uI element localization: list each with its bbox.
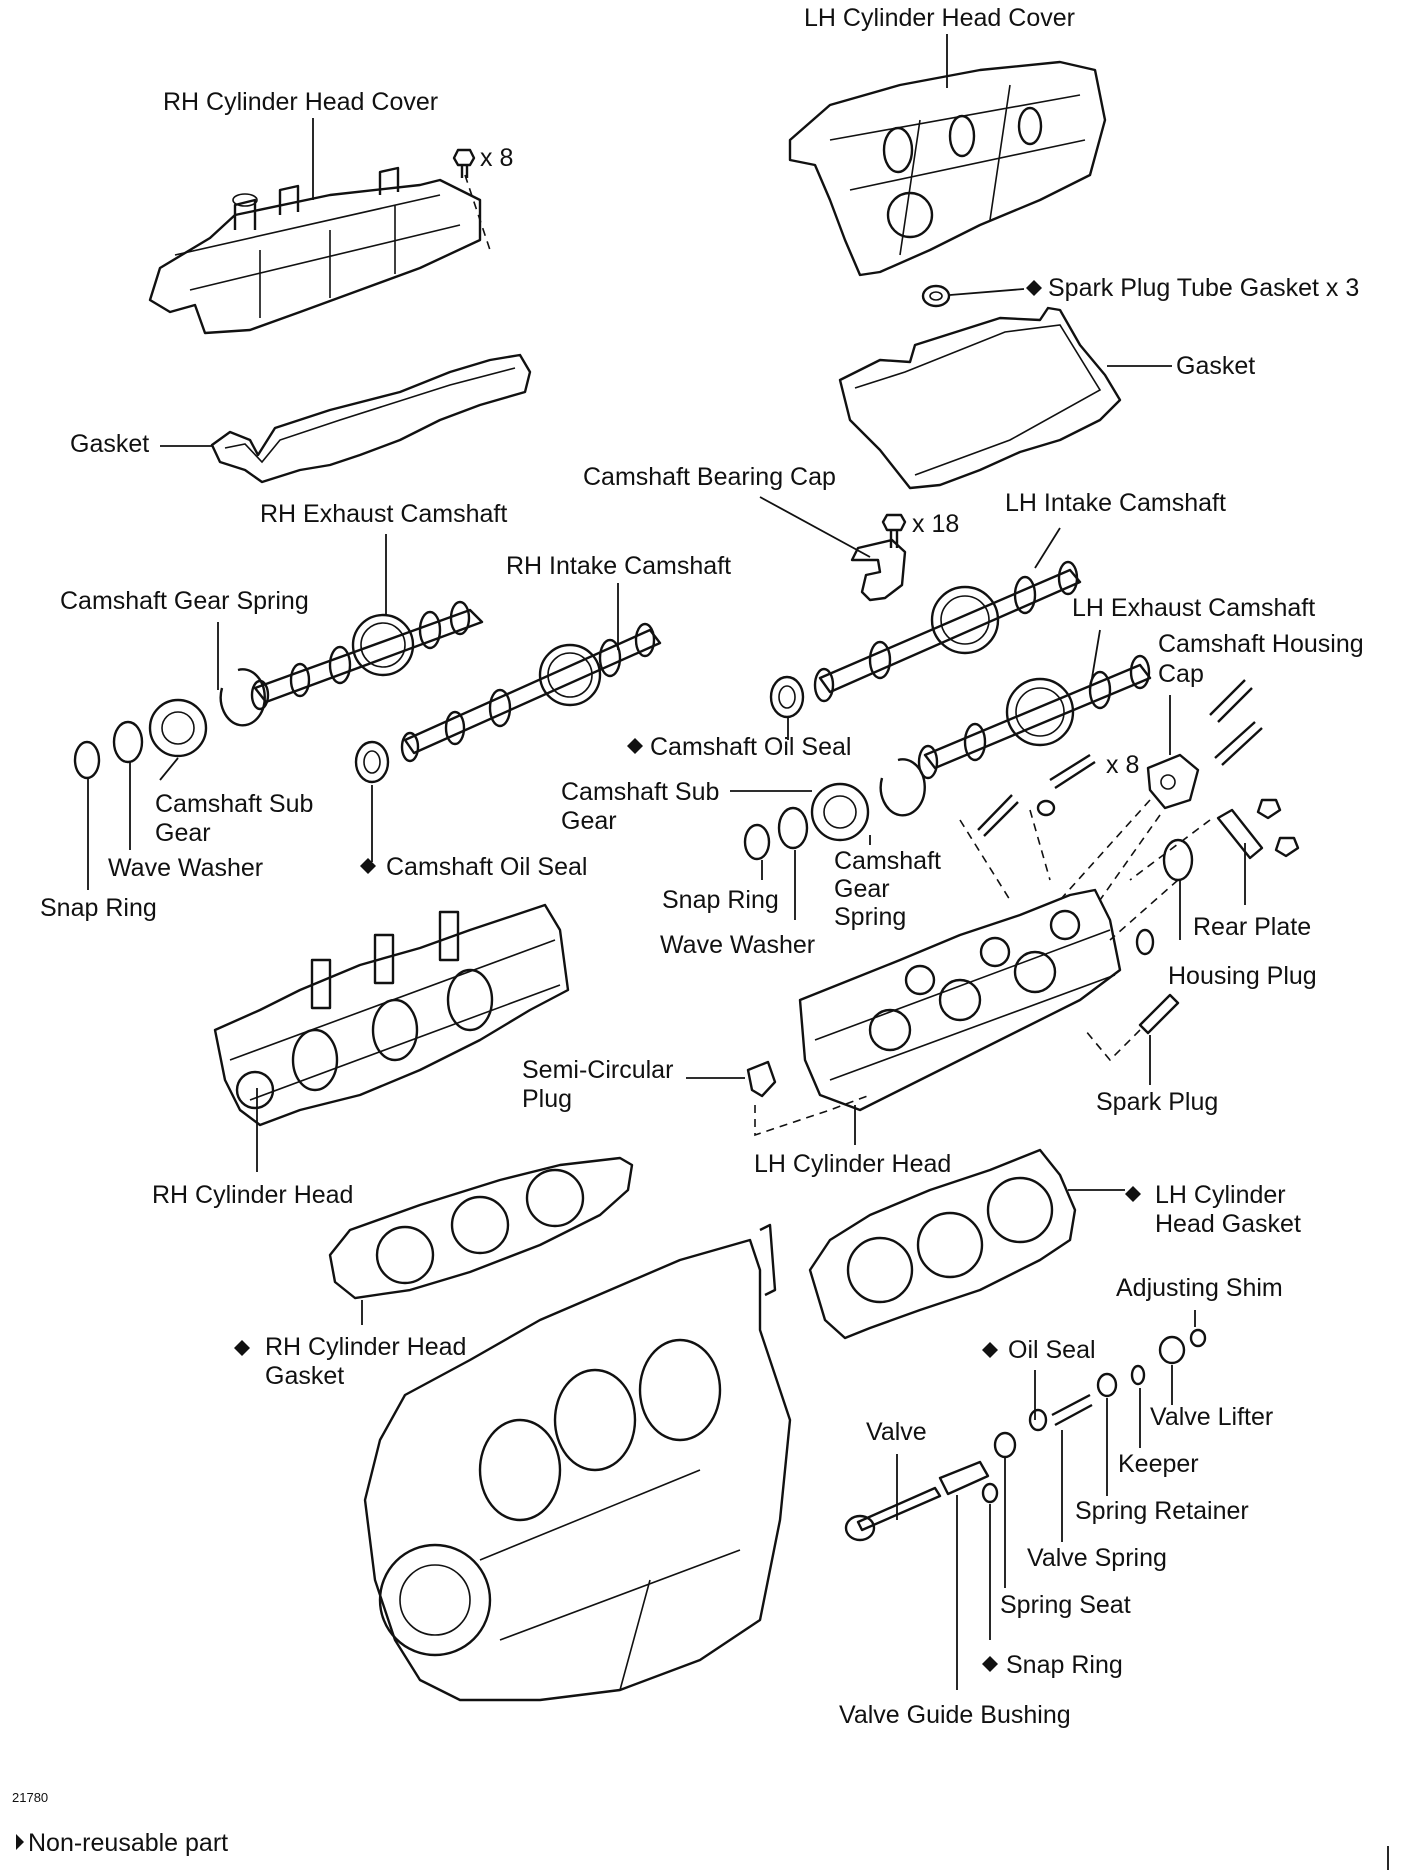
engine-block-drawing xyxy=(363,1223,792,1702)
leader-lines xyxy=(87,34,1246,1690)
label-semi-circular-plug-2: Plug xyxy=(522,1085,572,1113)
lh-intake-camshaft-drawing xyxy=(813,560,1082,703)
bolt-icon-bearing-cap xyxy=(881,513,907,548)
label-camshaft-bearing-cap: Camshaft Bearing Cap xyxy=(583,463,836,491)
label-camshaft-gear-spring-right-1: Camshaft xyxy=(834,847,941,875)
label-semi-circular-plug-1: Semi-Circular xyxy=(522,1056,673,1084)
figure-number: 21780 xyxy=(12,1790,48,1805)
housing-plug-drawing xyxy=(1135,838,1194,956)
non-reusable-markers xyxy=(16,280,1141,1850)
semi-circular-plug-drawing xyxy=(746,1060,777,1098)
left-cam-gear-parts-drawing xyxy=(73,668,390,784)
label-camshaft-gear-spring-right-2: Gear xyxy=(834,875,890,903)
right-cam-gear-parts-drawing xyxy=(743,675,926,861)
label-snap-ring-valve: Snap Ring xyxy=(1006,1651,1123,1679)
label-camshaft-oil-seal-left: Camshaft Oil Seal xyxy=(386,853,587,881)
spark-plug-drawing xyxy=(1138,993,1180,1035)
label-valve-spring: Valve Spring xyxy=(1027,1544,1167,1572)
label-lh-cylinder-head-cover: LH Cylinder Head Cover xyxy=(804,4,1075,32)
label-lh-cylinder-head-gasket-1: LH Cylinder xyxy=(1155,1181,1286,1209)
camshaft-bearing-cap-drawing xyxy=(850,538,907,602)
label-rh-cylinder-head-cover: RH Cylinder Head Cover xyxy=(163,88,438,116)
label-camshaft-sub-gear-left-1: Camshaft Sub xyxy=(155,790,313,818)
label-camshaft-housing-cap-2: Cap xyxy=(1158,660,1204,688)
lh-cylinder-head-gasket-drawing xyxy=(808,1148,1077,1340)
rh-cylinder-head-drawing xyxy=(213,903,570,1127)
bolt-leader-rh-cover xyxy=(464,174,491,251)
label-adjusting-shim: Adjusting Shim xyxy=(1116,1274,1283,1302)
label-camshaft-oil-seal-mid: Camshaft Oil Seal xyxy=(650,733,851,761)
label-camshaft-sub-gear-right-1: Camshaft Sub xyxy=(561,778,719,806)
label-rh-cylinder-head: RH Cylinder Head xyxy=(152,1181,353,1209)
lh-cylinder-head-cover-drawing xyxy=(788,60,1107,277)
label-bolt-x18: x 18 xyxy=(912,510,959,538)
label-valve-lifter: Valve Lifter xyxy=(1150,1403,1273,1431)
rh-exhaust-camshaft-drawing xyxy=(250,600,484,711)
label-bolt-x8-top: x 8 xyxy=(480,144,513,172)
label-camshaft-gear-spring-right-3: Spring xyxy=(834,903,906,931)
label-spark-plug: Spark Plug xyxy=(1096,1088,1218,1116)
lh-cover-gasket-drawing xyxy=(838,306,1122,490)
legend-non-reusable-part: Non-reusable part xyxy=(28,1829,228,1857)
label-valve: Valve xyxy=(866,1418,927,1446)
rh-intake-camshaft-drawing xyxy=(400,622,662,763)
spark-plug-tube-gasket-drawing xyxy=(921,284,951,308)
lh-exhaust-camshaft-drawing xyxy=(917,654,1152,780)
lh-cylinder-head-drawing xyxy=(798,888,1122,1112)
assembly-dashed-lines xyxy=(754,799,1211,1137)
label-lh-intake-camshaft: LH Intake Camshaft xyxy=(1005,489,1226,517)
label-bolt-x8-mid: x 8 xyxy=(1106,751,1139,779)
label-rear-plate: Rear Plate xyxy=(1193,913,1311,941)
bolt-icon-rh-cover xyxy=(452,148,476,178)
label-spark-plug-tube-gasket: Spark Plug Tube Gasket x 3 xyxy=(1048,274,1359,302)
valve-train-parts-drawing xyxy=(844,1328,1207,1542)
label-wave-washer-left: Wave Washer xyxy=(108,854,263,882)
rh-cylinder-head-cover-drawing xyxy=(148,166,482,335)
label-wave-washer-right: Wave Washer xyxy=(660,931,815,959)
label-spring-retainer: Spring Retainer xyxy=(1075,1497,1249,1525)
label-camshaft-sub-gear-right-2: Gear xyxy=(561,807,617,835)
label-housing-plug: Housing Plug xyxy=(1168,962,1317,990)
label-rh-intake-camshaft: RH Intake Camshaft xyxy=(506,552,731,580)
label-rh-exhaust-camshaft: RH Exhaust Camshaft xyxy=(260,500,507,528)
label-camshaft-housing-cap-1: Camshaft Housing xyxy=(1158,630,1364,658)
rear-plate-drawing xyxy=(1216,798,1300,860)
label-lh-cylinder-head-gasket-2: Head Gasket xyxy=(1155,1210,1301,1238)
label-keeper: Keeper xyxy=(1118,1450,1199,1478)
label-gasket-right: Gasket xyxy=(1176,352,1255,380)
label-camshaft-sub-gear-left-2: Gear xyxy=(155,819,211,847)
label-snap-ring-right: Snap Ring xyxy=(662,886,779,914)
label-gasket-left: Gasket xyxy=(70,430,149,458)
label-camshaft-gear-spring-left: Camshaft Gear Spring xyxy=(60,587,309,615)
rh-cover-gasket-drawing xyxy=(210,353,532,484)
label-spring-seat: Spring Seat xyxy=(1000,1591,1131,1619)
label-rh-cylinder-head-gasket-2: Gasket xyxy=(265,1362,344,1390)
label-valve-guide-bushing: Valve Guide Bushing xyxy=(839,1701,1071,1729)
label-lh-cylinder-head: LH Cylinder Head xyxy=(754,1150,951,1178)
label-lh-exhaust-camshaft: LH Exhaust Camshaft xyxy=(1072,594,1315,622)
label-snap-ring-left: Snap Ring xyxy=(40,894,157,922)
rh-cylinder-head-gasket-drawing xyxy=(328,1156,634,1300)
label-rh-cylinder-head-gasket-1: RH Cylinder Head xyxy=(265,1333,466,1361)
camshaft-housing-cap-drawing xyxy=(977,679,1263,837)
label-oil-seal-valve: Oil Seal xyxy=(1008,1336,1096,1364)
